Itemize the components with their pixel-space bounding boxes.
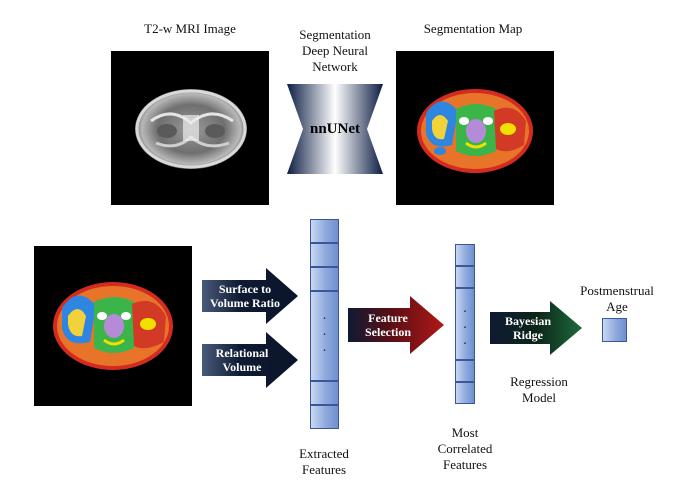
extracted-features-label-line1: Extracted [299,446,349,461]
correlated-features-label-line1: Most [451,425,479,440]
feature-cell [310,405,339,429]
network-title-line1: Segmentation [299,27,371,42]
nnunet-label: nnUNet [309,121,360,137]
feature-cell [310,381,339,405]
correlated-features-label-line2: Correlated [437,441,493,456]
mri-image [111,51,269,205]
bayesian-ridge-label-line2: Ridge [513,328,543,342]
relational-volume-label-line1: Relational [215,346,269,360]
segmentation-input-picture [53,282,173,370]
regression-model-label-line1: Regression [510,374,568,389]
surface-volume-label-line1: Surface to [218,282,272,296]
mri-image-title: T2-w MRI Image [144,21,236,36]
segmentation-map-title: Segmentation Map [423,21,523,36]
network-title-line2: Deep Neural [301,43,369,58]
extracted-features-column: . . . [310,219,339,429]
feature-selection-label-line2: Selection [365,325,411,339]
feature-selection-arrow: Feature Selection [348,296,444,354]
correlated-features-label-line3: Features [442,457,488,472]
feature-cell [455,266,475,288]
segmentation-brain-picture [417,89,533,173]
feature-selection-label-line1: Feature [368,311,408,325]
nnunet-network-shape: nnUNet [287,84,383,174]
feature-cell [310,243,339,267]
ellipsis-dot: . [463,333,467,348]
regression-model-label-line2: Model [522,390,556,405]
network-title-line3: Network [312,59,358,74]
segmentation-map-image [396,51,554,205]
surface-volume-arrow: Surface to Volume Ratio [202,268,298,324]
feature-cell-ellipsis [455,288,475,360]
bayesian-ridge-label-line1: Bayesian [504,314,551,328]
correlated-features-column: . . . [455,244,475,404]
relational-volume-arrow: Relational Volume [202,332,298,388]
feature-cell [310,219,339,243]
feature-cell-ellipsis [310,291,339,381]
surface-volume-label-line2: Volume Ratio [210,296,280,310]
ellipsis-dot: . [463,317,467,332]
bayesian-ridge-arrow: Bayesian Ridge [490,301,582,355]
feature-cell [310,267,339,291]
postmenstrual-age-output-box [602,318,627,342]
feature-cell [455,244,475,266]
ellipsis-dot: . [322,308,327,323]
feature-cell [455,382,475,404]
segmentation-input-image [34,246,192,406]
postmenstrual-age-label-line2: Age [606,299,628,314]
ellipsis-dot: . [322,324,327,339]
feature-cell [455,360,475,382]
ellipsis-dot: . [322,340,327,355]
ellipsis-dot: . [463,301,467,316]
postmenstrual-age-label-line1: Postmenstrual [580,283,654,298]
mri-brain-picture [135,89,247,169]
extracted-features-label-line2: Features [301,462,347,477]
relational-volume-label-line2: Volume [222,360,262,374]
